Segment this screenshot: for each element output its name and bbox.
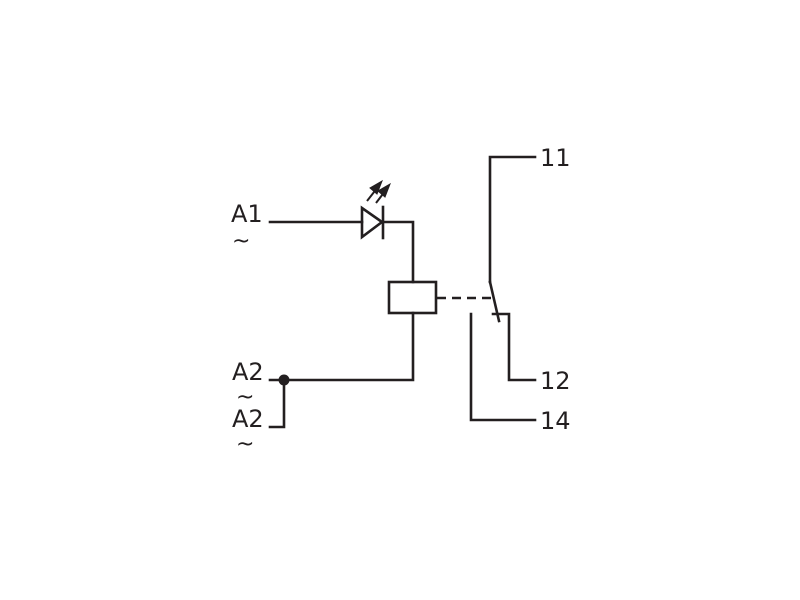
terminal-14-wire xyxy=(469,312,537,422)
terminal-a2-ac-symbol: ~ xyxy=(236,385,254,410)
terminal-12-wire xyxy=(491,312,537,382)
a2-bridge-wire xyxy=(268,378,286,429)
coil-to-a2-wire xyxy=(268,311,415,382)
led-to-coil-wire xyxy=(381,220,415,284)
led-diode-icon xyxy=(360,205,385,240)
terminal-11-label: 11 xyxy=(540,144,571,172)
terminal-a2b-ac-symbol: ~ xyxy=(236,432,254,457)
terminal-a2-label: A2 xyxy=(232,358,264,386)
terminal-14-label: 14 xyxy=(540,407,571,435)
relay-coil xyxy=(387,280,438,315)
terminal-11-wire xyxy=(488,155,537,284)
terminal-a1-ac-symbol: ~ xyxy=(232,229,250,254)
terminal-12-label: 12 xyxy=(540,367,571,395)
terminal-a1-label: A1 xyxy=(231,200,263,228)
light-emission-arrows-icon xyxy=(366,179,391,204)
terminal-a2b-label: A2 xyxy=(232,405,264,433)
